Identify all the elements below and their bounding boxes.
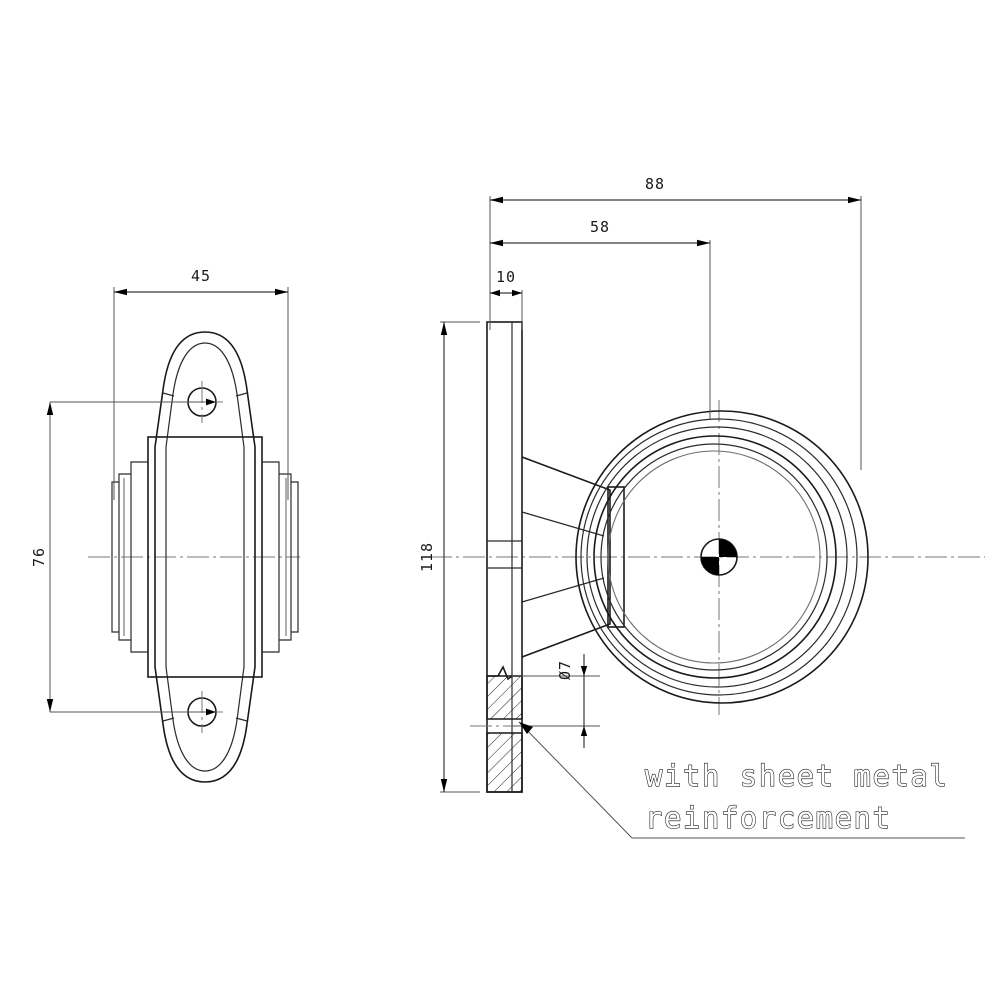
side-lamp-ring-inner <box>607 450 821 664</box>
hole-dia-arrow-upper <box>580 666 588 676</box>
front-tangent-tick-lr <box>235 717 248 722</box>
side-neck-rib-lower <box>521 577 605 603</box>
front-flange-step-left-2 <box>118 473 131 641</box>
front-height-arrow-top <box>46 402 54 415</box>
side-10-arrow-left <box>490 289 500 297</box>
side-58-arrow-left <box>490 239 503 247</box>
front-tangent-tick-ur <box>235 392 248 397</box>
side-88-arrow-left <box>490 196 503 204</box>
front-hole-upper-leader-arrow <box>206 398 216 406</box>
side-sheet-metal-hatch-upper <box>486 675 523 720</box>
front-hole-lower-leader-arrow <box>206 708 216 716</box>
front-width-arrow-left <box>114 288 127 296</box>
front-bracket-outer-outline <box>154 331 256 783</box>
front-tangent-tick-ll <box>162 717 175 722</box>
front-body-block <box>147 436 263 678</box>
side-lamp-ring-3 <box>586 426 848 688</box>
side-total-length-dimension-text: 88 <box>645 175 665 193</box>
note-text-line-1: with sheet metal <box>645 759 948 793</box>
side-58-arrow-right <box>697 239 710 247</box>
front-tangent-tick-ul <box>162 392 175 397</box>
side-118-arrow-bottom <box>440 779 448 792</box>
side-sheet-metal-hatch-lower <box>486 732 523 793</box>
front-height-dimension-text: 76 <box>30 547 48 567</box>
note-text-line-2: reinforcement <box>645 801 891 835</box>
side-neck-rib-upper <box>521 511 605 537</box>
front-height-arrow-bottom <box>46 699 54 712</box>
hole-diameter-dimension-text: Ø7 <box>556 660 574 680</box>
side-lamp-length-dimension-text: 58 <box>590 218 610 236</box>
side-hub-quadrant-top-right <box>719 539 737 557</box>
front-flange-step-left-1 <box>130 461 148 653</box>
side-lamp-ring-outer <box>575 410 869 704</box>
front-width-arrow-right <box>275 288 288 296</box>
side-height-dimension-text: 118 <box>418 542 436 572</box>
side-lamp-ring-2 <box>580 418 858 696</box>
front-flange-step-right-1 <box>262 461 280 653</box>
side-neck-taper <box>521 456 611 658</box>
side-lamp-ring-4 <box>593 435 837 679</box>
note-leader-line <box>518 721 633 839</box>
plate-thickness-dimension-text: 10 <box>496 268 516 286</box>
side-88-arrow-right <box>848 196 861 204</box>
side-view: 88 58 10 118 Ø7 with sheet me <box>418 175 985 839</box>
side-10-arrow-right <box>512 289 522 297</box>
front-width-dimension-text: 45 <box>191 267 211 285</box>
note-leader-arrow <box>519 722 533 734</box>
side-hub-quadrant-bottom-left <box>701 557 719 575</box>
hole-dia-arrow-lower <box>580 726 588 736</box>
front-bracket-inner-outline <box>165 342 245 772</box>
front-flange-step-right-2 <box>279 473 292 641</box>
front-view: 45 76 <box>30 267 300 783</box>
front-flange-step-right-3 <box>291 481 299 633</box>
side-118-arrow-top <box>440 322 448 335</box>
front-flange-step-left-3 <box>111 481 119 633</box>
side-lamp-ring-5 <box>600 443 828 671</box>
